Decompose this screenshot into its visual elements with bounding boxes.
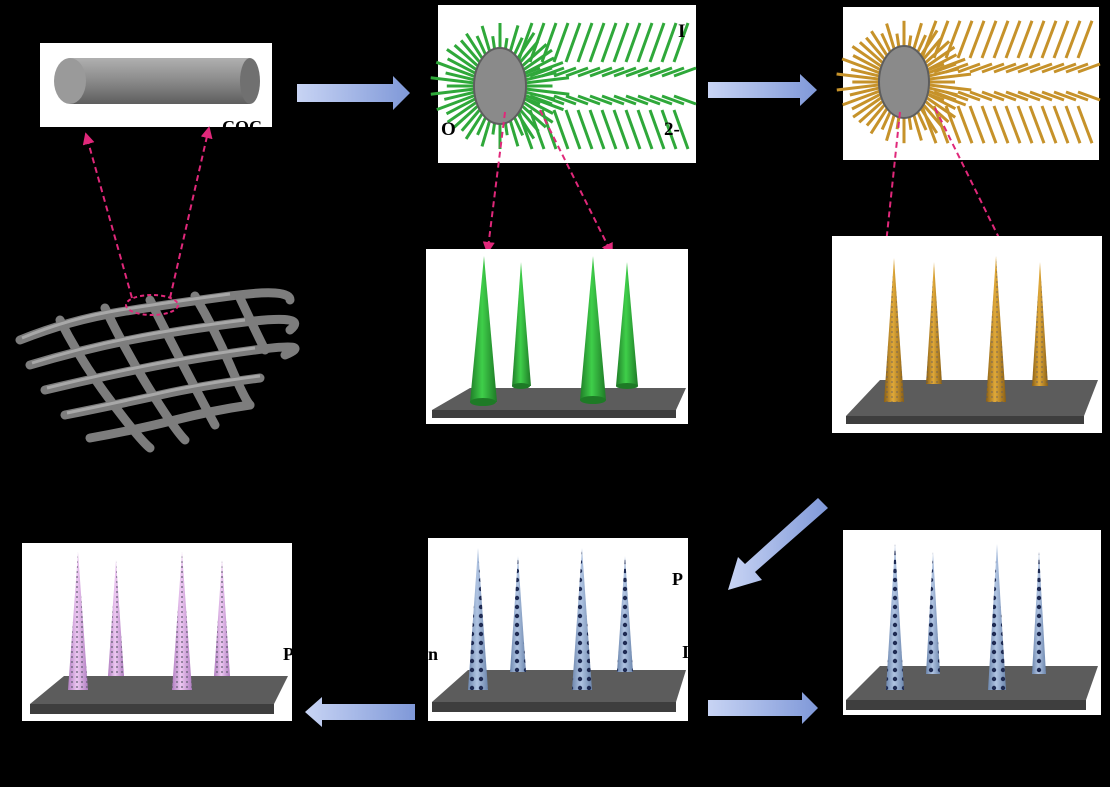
blue-cone xyxy=(572,548,592,690)
bottom-left-label: P xyxy=(283,644,294,664)
guide-line xyxy=(934,107,1005,250)
blue-cone xyxy=(886,544,904,690)
blue-cone xyxy=(468,548,488,690)
gold-cones-panel xyxy=(832,236,1102,433)
gold-cone xyxy=(926,262,942,384)
carbon-cloth-weave-icon xyxy=(15,288,300,453)
coc-label: COC xyxy=(222,117,262,137)
blue-cone xyxy=(617,556,633,672)
guide-line xyxy=(880,111,901,250)
blue-cone xyxy=(510,556,526,672)
middle-row-label: P xyxy=(672,569,683,589)
pink-cone xyxy=(68,552,88,690)
green-cones-panel xyxy=(426,249,688,424)
pink-cones-panel xyxy=(22,543,292,721)
gold-brush-panel xyxy=(836,7,1101,160)
guide-line xyxy=(169,126,213,299)
green-cone xyxy=(580,256,606,404)
cloth-selection xyxy=(125,294,179,316)
process-arrow xyxy=(728,498,828,590)
cloth-highlight xyxy=(21,292,261,415)
stage1-bottom-right-label: 2- xyxy=(664,119,680,140)
pink-cone xyxy=(108,560,124,676)
cylinder-fiber-icon xyxy=(54,58,260,104)
green-nanowire-brush-icon xyxy=(430,22,697,150)
guide-line xyxy=(82,132,133,299)
green-cone xyxy=(616,262,638,389)
gold-cone xyxy=(1032,262,1048,386)
green-cone xyxy=(470,256,497,406)
blue-cone xyxy=(926,552,940,674)
bottom-right-label: I xyxy=(682,642,690,662)
blue-cone xyxy=(1032,552,1046,674)
green-brush-panel xyxy=(430,5,697,163)
blue-cones-panel-middle xyxy=(428,538,688,721)
blue-cone xyxy=(988,544,1006,690)
gold-cone xyxy=(884,258,904,402)
guide-line xyxy=(482,111,506,254)
bottom-mid-label: n xyxy=(428,644,439,664)
guide-line xyxy=(539,109,613,256)
process-arrow xyxy=(305,697,415,727)
gold-cone xyxy=(986,256,1006,402)
process-arrow xyxy=(708,74,817,106)
stage1-left-label: O xyxy=(441,119,456,140)
gold-nanowire-brush-icon xyxy=(836,20,1101,144)
green-cone xyxy=(512,262,531,389)
process-arrow xyxy=(297,76,410,110)
process-arrow xyxy=(708,692,818,724)
blue-cones-panel-right xyxy=(843,530,1101,715)
pink-cone xyxy=(214,560,230,676)
fiber-panel xyxy=(40,43,272,127)
pink-cone xyxy=(172,552,192,690)
stage1-top-right-label: I xyxy=(678,21,686,42)
